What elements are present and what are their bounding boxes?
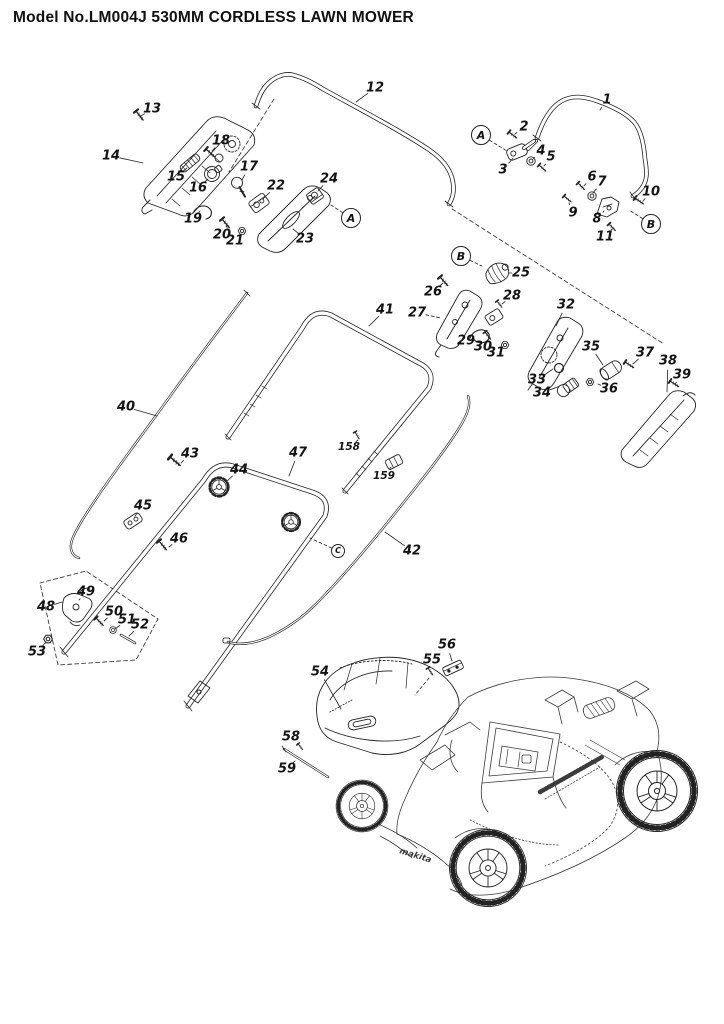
- part-callout-48: 48: [36, 599, 56, 615]
- part-callout-6: 6: [587, 169, 597, 185]
- part-callout-12: 12: [365, 80, 385, 96]
- upper-handle-u-tube: [224, 310, 434, 495]
- part-callout-26: 26: [423, 284, 443, 300]
- part-callout-14: 14: [101, 148, 121, 164]
- construction-dashed-lines: [39, 98, 665, 696]
- part-callout-34: 34: [532, 385, 552, 401]
- part-callout-40: 40: [116, 399, 136, 415]
- part-callout-35: 35: [581, 339, 601, 355]
- part-callout-39: 39: [672, 367, 692, 383]
- part-callout-21: 21: [225, 233, 245, 249]
- part-callout-47: 47: [288, 445, 308, 461]
- cable-right: [222, 394, 471, 646]
- part-callout-27: 27: [407, 305, 427, 321]
- view-marker-C: C: [331, 544, 345, 558]
- part-callout-49: 49: [76, 584, 96, 600]
- part-callout-16: 16: [188, 180, 208, 196]
- part-callout-32: 32: [556, 297, 576, 313]
- part-callout-10: 10: [641, 184, 661, 200]
- handle-mount-right-cluster: [506, 129, 646, 233]
- part-callout-53: 53: [27, 644, 47, 660]
- part-callout-7: 7: [597, 174, 607, 190]
- part-callout-31: 31: [486, 345, 506, 361]
- part-callout-36: 36: [599, 381, 619, 397]
- part-callout-19: 19: [183, 211, 203, 227]
- view-marker-A: A: [471, 125, 491, 145]
- part-callout-17: 17: [239, 159, 259, 175]
- view-marker-A: A: [341, 208, 361, 228]
- brand-logo-text: makita: [398, 846, 433, 865]
- part-callout-58: 58: [281, 729, 301, 745]
- switch-housing-cluster: [434, 262, 697, 468]
- part-callout-18: 18: [211, 133, 231, 149]
- wheel-front-left: [334, 778, 390, 834]
- view-marker-B: B: [451, 246, 471, 266]
- part-callout-13: 13: [142, 101, 162, 117]
- part-callout-3: 3: [498, 162, 508, 178]
- part-callout-8: 8: [592, 211, 602, 227]
- part-callout-1: 1: [602, 92, 612, 108]
- part-callout-158: 158: [338, 440, 360, 453]
- part-callout-22: 22: [266, 178, 286, 194]
- part-callout-41: 41: [375, 302, 395, 318]
- part-callout-44: 44: [229, 462, 249, 478]
- part-callout-4: 4: [536, 143, 546, 159]
- part-callout-52: 52: [130, 617, 150, 633]
- handlebar-grip-tube-left: [251, 72, 456, 208]
- part-callout-5: 5: [546, 149, 556, 165]
- part-callout-51: 51: [117, 612, 137, 628]
- part-callout-55: 55: [422, 652, 442, 668]
- handle-lock-cluster: [43, 587, 137, 645]
- part-callout-159: 159: [373, 469, 395, 482]
- part-callout-24: 24: [319, 171, 339, 187]
- part-callout-23: 23: [295, 231, 315, 247]
- callout-leader-lines: [42, 92, 677, 764]
- part-callout-30: 30: [473, 339, 493, 355]
- part-callout-54: 54: [310, 664, 330, 680]
- part-callout-38: 38: [658, 353, 678, 369]
- part-callout-11: 11: [595, 229, 615, 245]
- part-callout-15: 15: [166, 169, 186, 185]
- part-callout-50: 50: [104, 604, 124, 620]
- part-callout-9: 9: [568, 205, 578, 221]
- rear-cover-parts: [281, 659, 464, 779]
- wheel-rear-right: [617, 751, 698, 832]
- part-callout-33: 33: [527, 372, 547, 388]
- part-callout-43: 43: [180, 446, 200, 462]
- part-callout-25: 25: [511, 265, 531, 281]
- part-callout-59: 59: [277, 761, 297, 777]
- part-callout-28: 28: [502, 288, 522, 304]
- lower-handle-u-tube: [59, 462, 329, 712]
- part-callout-45: 45: [133, 498, 153, 514]
- handle-mount-left-cluster: [132, 108, 331, 253]
- part-callout-37: 37: [635, 345, 655, 361]
- part-callout-29: 29: [456, 333, 476, 349]
- page-title: Model No.LM004J 530MM CORDLESS LAWN MOWE…: [13, 9, 414, 26]
- handlebar-grip-tube-right: [526, 94, 649, 201]
- part-callout-42: 42: [402, 543, 422, 559]
- part-callout-2: 2: [519, 119, 529, 135]
- height-adjust-cluster: [123, 430, 404, 553]
- part-callout-46: 46: [169, 531, 189, 547]
- part-callout-20: 20: [212, 227, 232, 243]
- view-marker-B: B: [641, 214, 661, 234]
- cable-left: [69, 289, 251, 560]
- part-callout-56: 56: [437, 637, 457, 653]
